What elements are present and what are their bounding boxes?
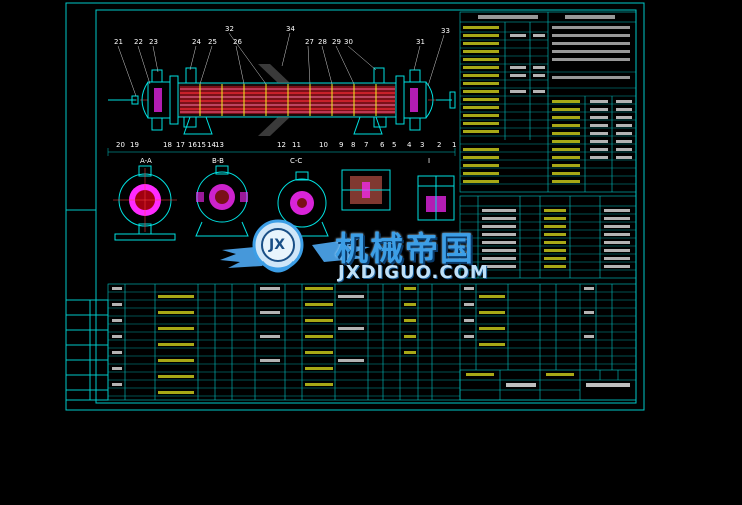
part-number: 20	[116, 141, 125, 149]
sheet-outer-frame	[65, 2, 645, 411]
weld-detail-i[interactable]: I	[417, 157, 455, 221]
saddle-support-right	[353, 116, 383, 135]
part-numbers-top: 21 22 23 24 25 26 32 34 27 28 29 30 31 3…	[114, 25, 450, 46]
part-number: 30	[344, 38, 353, 46]
part-number: 34	[286, 25, 295, 33]
section-view-b-b[interactable]: B-B	[195, 157, 249, 237]
section-label: C-C	[290, 157, 302, 165]
left-head	[141, 81, 149, 119]
left-nozzle-top	[151, 69, 163, 83]
saddle-support-left	[183, 116, 213, 135]
part-number: 10	[319, 141, 328, 149]
part-number: 17	[176, 141, 185, 149]
part-number: 9	[339, 141, 343, 149]
part-number: 21	[114, 38, 123, 46]
part-number: 19	[130, 141, 139, 149]
part-number: 4	[407, 141, 412, 149]
part-number: 23	[149, 38, 158, 46]
part-number: 2	[437, 141, 441, 149]
part-number: 8	[351, 141, 355, 149]
right-nozzle-bottom	[409, 117, 421, 131]
baffle-plates	[199, 84, 377, 116]
part-number: 29	[332, 38, 341, 46]
wing-right-icon	[312, 238, 370, 262]
nozzle-schedule-table[interactable]	[459, 195, 637, 279]
part-number: 6	[380, 141, 385, 149]
section-label: B-B	[212, 157, 224, 165]
part-number: 22	[134, 38, 143, 46]
part-number: 32	[225, 25, 234, 33]
part-number: 28	[318, 38, 327, 46]
section-view-a-a[interactable]: A-A	[113, 157, 177, 241]
left-margin-table	[65, 299, 109, 401]
shell-nozzle-inlet	[185, 67, 197, 84]
part-number: 5	[392, 141, 396, 149]
part-number: 31	[416, 38, 425, 46]
part-number: 33	[441, 27, 450, 35]
section-label: I	[428, 157, 430, 165]
heat-exchanger-main-view[interactable]	[108, 64, 456, 136]
left-nozzle-bottom	[151, 117, 163, 131]
expansion-joint	[258, 64, 290, 83]
watermark-logo	[220, 219, 370, 273]
part-number: 27	[305, 38, 314, 46]
data-table-rows	[460, 31, 636, 185]
part-number: 18	[163, 141, 172, 149]
bom-text-marks	[112, 287, 594, 394]
data-table-text-marks	[463, 15, 632, 183]
right-nozzle-top	[409, 69, 421, 83]
part-numbers-bottom: 20 19 18 17 16 15 14 13 12 11 10 9 8 7 6…	[116, 141, 456, 149]
watermark-url: JXDIGUO.COM	[338, 262, 489, 283]
right-tubesheet	[395, 75, 405, 125]
part-number: 14	[207, 141, 216, 149]
title-block[interactable]	[459, 369, 637, 401]
shell-nozzle-outlet	[373, 67, 385, 84]
flange-detail-view[interactable]	[341, 169, 391, 211]
bill-of-materials-table[interactable]	[107, 283, 637, 401]
part-number: 12	[277, 141, 286, 149]
part-number: 15	[197, 141, 206, 149]
part-number: 26	[233, 38, 242, 46]
left-tubesheet	[169, 75, 179, 125]
part-number: 13	[215, 141, 224, 149]
part-number: 7	[364, 141, 368, 149]
section-label: A-A	[140, 157, 152, 165]
part-number: 11	[292, 141, 301, 149]
part-number: 24	[192, 38, 201, 46]
part-number: 3	[420, 141, 424, 149]
part-number: 25	[208, 38, 217, 46]
watermark-title: 机械帝国	[335, 229, 475, 268]
part-number: 16	[188, 141, 197, 149]
section-view-c-c[interactable]: C-C	[275, 157, 329, 237]
part-number: 1	[452, 141, 456, 149]
watermark-badge: JX	[268, 237, 285, 253]
